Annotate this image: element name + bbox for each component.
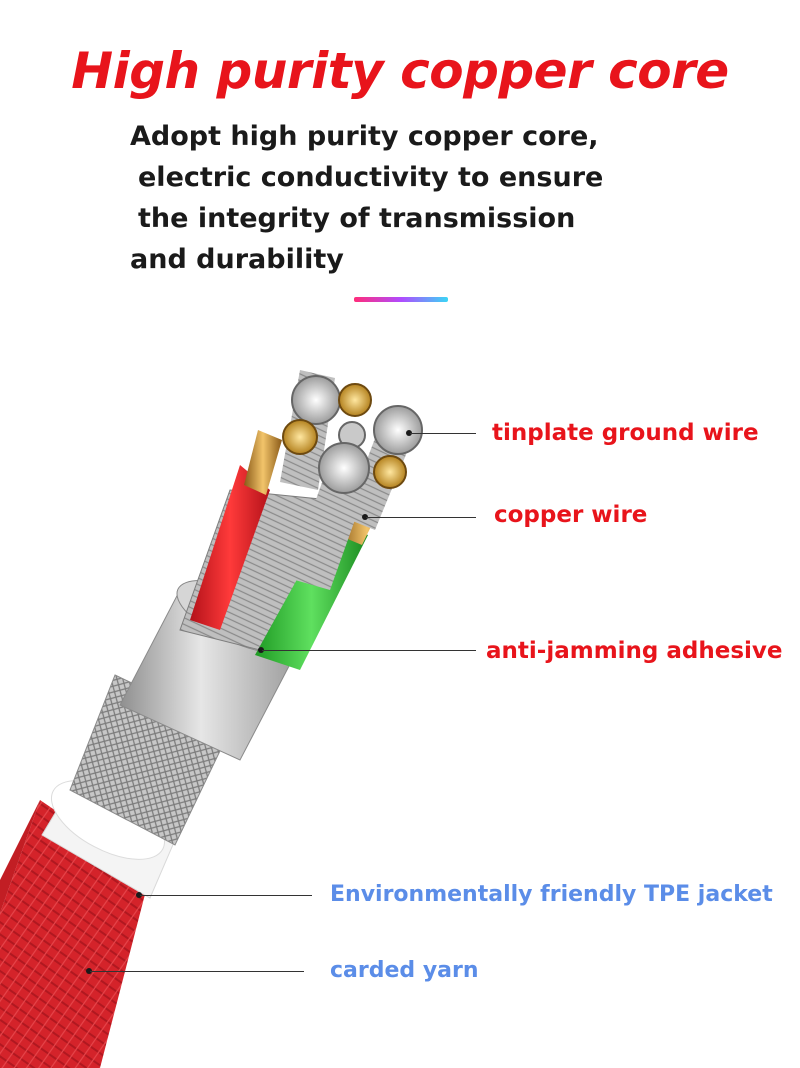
red-insulated-wire: [190, 430, 282, 630]
description-line-4: and durability: [130, 244, 344, 275]
description: Adopt high purity copper core, electric …: [130, 116, 690, 280]
yarn-leader-line: [90, 971, 304, 972]
accent-bar: [354, 297, 448, 302]
cable-cross-section-illustration: [0, 370, 423, 1068]
wire-end-caps: [282, 375, 423, 494]
adhesive-leader-line: [262, 650, 476, 651]
adhesive-pointer-dot: [258, 647, 264, 653]
callout-tpe-jacket: Environmentally friendly TPE jacket: [330, 882, 773, 907]
callout-copper-wire: copper wire: [494, 502, 648, 528]
callout-carded-yarn: carded yarn: [330, 958, 479, 983]
headline: High purity copper core: [71, 42, 729, 100]
tpe-pointer-dot: [136, 892, 142, 898]
description-line-2: electric conductivity to ensure: [138, 162, 604, 193]
description-line-3: the integrity of transmission: [138, 203, 576, 234]
copper-leader-line: [366, 517, 476, 518]
callout-anti-jamming-adhesive: anti-jamming adhesive: [486, 638, 783, 664]
description-line-1: Adopt high purity copper core,: [130, 121, 599, 152]
copper-pointer-dot: [362, 514, 368, 520]
yarn-pointer-dot: [86, 968, 92, 974]
tpe-leader-line: [140, 895, 312, 896]
tinplate-leader-line: [410, 433, 476, 434]
tinplate-pointer-dot: [406, 430, 412, 436]
callout-tinplate-ground-wire: tinplate ground wire: [492, 420, 759, 446]
